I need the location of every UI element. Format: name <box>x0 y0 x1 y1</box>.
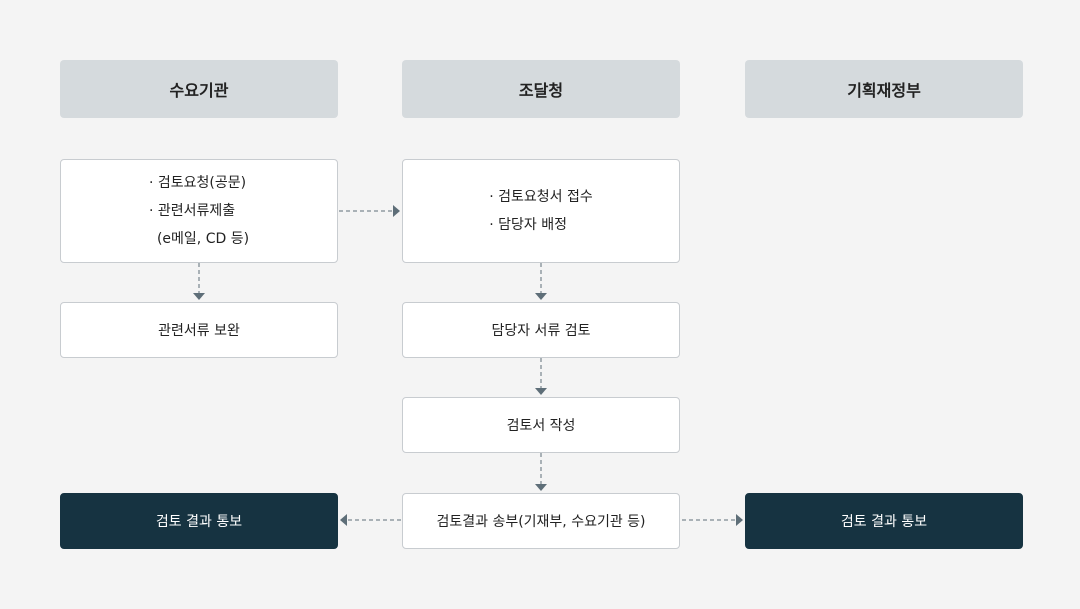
request-line-1: · 검토요청(공문) <box>148 175 247 191</box>
supplement-documents-label: 관련서류 보완 <box>158 323 240 339</box>
request-submission-box: · 검토요청(공문) · 관련서류제출 (e메일, CD 등) <box>60 159 338 263</box>
write-review-label: 검토서 작성 <box>506 418 576 434</box>
column-header-procurement-service: 조달청 <box>402 60 680 118</box>
arrowhead-left <box>340 514 347 526</box>
notify-result-box-right: 검토 결과 통보 <box>745 493 1023 549</box>
notify-result-label-left: 검토 결과 통보 <box>155 514 243 530</box>
column-header-finance-ministry: 기획재정부 <box>745 60 1023 118</box>
arrowhead-down-2 <box>535 293 547 300</box>
supplement-documents-box: 관련서류 보완 <box>60 302 338 358</box>
arrowhead-down-1 <box>193 293 205 300</box>
document-review-label: 담당자 서류 검토 <box>491 323 591 339</box>
document-review-box: 담당자 서류 검토 <box>402 302 680 358</box>
arrowhead-down-3 <box>535 388 547 395</box>
send-result-box: 검토결과 송부(기재부, 수요기관 등) <box>402 493 680 549</box>
arrowhead-down-4 <box>535 484 547 491</box>
notify-result-box-left: 검토 결과 통보 <box>60 493 338 549</box>
column-header-demand-agency: 수요기관 <box>60 60 338 118</box>
arrowhead-right-1 <box>393 205 400 217</box>
request-receipt-box: · 검토요청서 접수 · 담당자 배정 <box>402 159 680 263</box>
notify-result-label-right: 검토 결과 통보 <box>840 514 928 530</box>
arrowhead-right-2 <box>736 514 743 526</box>
receive-line-2: · 담당자 배정 <box>489 217 567 233</box>
request-line-2: · 관련서류제출 <box>148 203 236 219</box>
request-line-3: (e메일, CD 등) <box>156 231 250 247</box>
receive-line-1: · 검토요청서 접수 <box>489 189 593 205</box>
write-review-box: 검토서 작성 <box>402 397 680 453</box>
send-result-label: 검토결과 송부(기재부, 수요기관 등) <box>436 514 646 530</box>
